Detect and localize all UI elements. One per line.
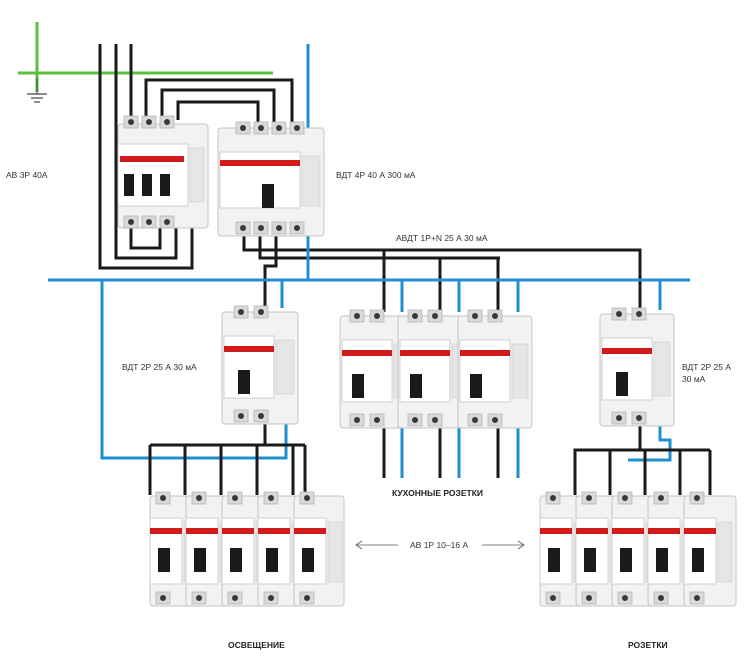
- label-sockets: РОЗЕТКИ: [628, 640, 668, 650]
- feed-phase-b: [114, 44, 178, 260]
- label-main-breaker: АВ 3Р 40А: [6, 170, 48, 180]
- ab-to-rcd-3: [176, 100, 260, 128]
- sockets-breaker-5: [683, 491, 737, 607]
- ab-to-rcd-2: [160, 88, 276, 128]
- neutral-wires: [48, 44, 690, 478]
- bus-phase-1: [242, 232, 642, 310]
- ground-symbol-icon: [27, 78, 47, 103]
- sockets-bus-main: [573, 420, 642, 495]
- sockets-breaker-group: [539, 491, 737, 607]
- sockets-bus-wires: [573, 420, 712, 495]
- main-rcd-4p: [217, 121, 325, 237]
- label-rcd-right-2: 30 мА: [682, 374, 706, 384]
- label-main-rcd: ВДТ 4Р 40 А 300 мА: [336, 170, 416, 180]
- label-rcd-right-1: ВДТ 2Р 25 А: [682, 362, 731, 372]
- kitchen-phase-wires: [382, 420, 500, 478]
- feed-phase-a: [98, 44, 194, 270]
- label-rcbo: АВДТ 1Р+N 25 А 30 мА: [396, 233, 488, 243]
- ab-to-rcd-1: [144, 78, 294, 128]
- label-kitchen: КУХОННЫЕ РОЗЕТКИ: [392, 488, 483, 498]
- lighting-breaker-group: [149, 491, 345, 607]
- bus-phase-2: [258, 232, 500, 260]
- neutral-left-loop: [100, 280, 288, 460]
- bus-phase-3: [263, 232, 278, 308]
- arrow-right-icon: [482, 540, 525, 550]
- rcd-2p-right: [599, 307, 675, 427]
- lighting-breaker-5: [293, 491, 345, 607]
- lighting-bus-wires: [148, 420, 307, 495]
- neutral-right-loop: [628, 420, 672, 462]
- rcbo-3: [457, 309, 533, 429]
- label-lighting: ОСВЕЩЕНИЕ: [228, 640, 285, 650]
- label-breakers-1p: АВ 1Р 10–16 А: [410, 540, 468, 550]
- label-rcd-left: ВДТ 2Р 25 А 30 мА: [122, 362, 197, 372]
- rcd-2p-left: [221, 305, 299, 425]
- main-breaker-3p: [117, 115, 209, 229]
- arrow-left-icon: [355, 540, 398, 550]
